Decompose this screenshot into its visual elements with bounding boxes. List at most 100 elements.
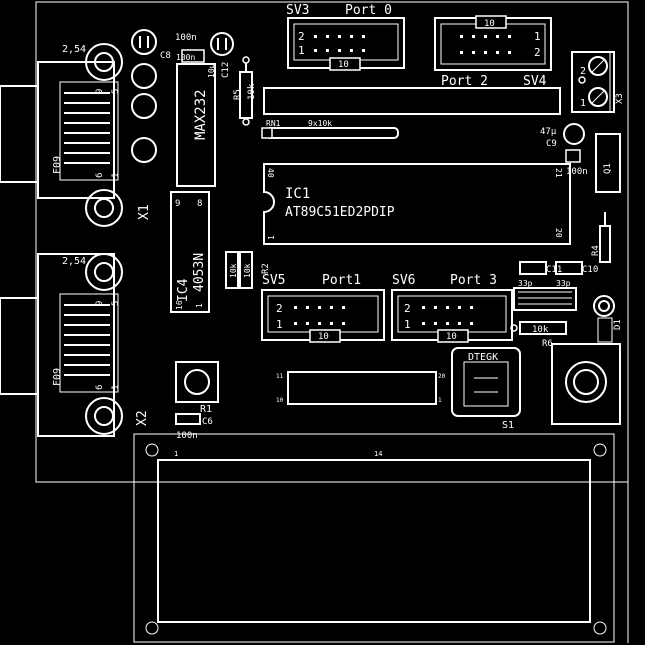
- switch-label: DTEGK: [468, 352, 498, 363]
- c8-val: 100n: [175, 33, 197, 43]
- x1-pitch: 2,54: [62, 44, 86, 55]
- header-sv6: SV6 Port 3 2 1 10: [391, 273, 513, 343]
- c6-val: 100n: [176, 431, 198, 441]
- dil-pin20: 20: [438, 373, 446, 380]
- dil-pin10: 10: [276, 397, 284, 404]
- r1-ref: R1: [200, 404, 212, 415]
- max232-part: MAX232: [193, 89, 209, 140]
- c10-ref: C10: [582, 265, 598, 275]
- x3-ref: X3: [615, 93, 625, 104]
- d1-ref: D1: [613, 319, 623, 330]
- x2-pin5: 5: [111, 301, 121, 306]
- c6-ref: C6: [202, 417, 213, 427]
- caps-c10-c11: C11 C10 33p 33p: [513, 261, 598, 311]
- sv5-pin2: 2: [276, 302, 283, 315]
- sv4-pin2: 2: [534, 46, 541, 59]
- x1-ref: X1: [137, 204, 152, 220]
- led-d1: D1: [593, 295, 623, 343]
- dil-pin11: 11: [276, 373, 284, 380]
- sv3-pin2: 2: [298, 30, 305, 43]
- sv3-count: 10: [338, 60, 349, 70]
- sv5-pin1: 1: [276, 318, 283, 331]
- c-right-val: 100n: [566, 167, 588, 177]
- x1-pin1: 1: [111, 173, 121, 178]
- sip-strip-top: [263, 87, 561, 115]
- c12-ref: C12: [221, 62, 231, 78]
- r4-ref: R4: [591, 245, 601, 256]
- resistors-r2-r3: 10k 10k R2: [225, 251, 271, 289]
- header-sv3: SV3 Port 0 2 1 10: [286, 3, 405, 71]
- x3-pin2: 2: [580, 66, 586, 77]
- power-jack: [551, 343, 621, 425]
- c11-ref: C11: [546, 265, 562, 275]
- ic1-pin40: 40: [266, 168, 275, 178]
- r2-val: 10k: [243, 263, 252, 278]
- ic4-pin8: 8: [197, 199, 202, 209]
- lcd-pin14: 14: [374, 450, 382, 458]
- resistor-network-rn1: RN1 9x10k: [261, 119, 399, 139]
- x2-ref: X2: [135, 410, 150, 426]
- x1-type: F09: [52, 156, 63, 174]
- q-text: Q1: [603, 163, 613, 174]
- sv4-count: 10: [484, 19, 495, 29]
- x2-pin1: 1: [111, 385, 121, 390]
- rn1-val: 9x10k: [308, 119, 332, 128]
- subd-x1: 2,54 F09 9 5 6 1 X1: [0, 43, 152, 227]
- header-sv5: SV5 Port1 2 1 10: [261, 273, 385, 343]
- sv5-ref: SV5: [262, 273, 285, 288]
- x1-pin5: 5: [111, 89, 121, 94]
- ic4-part: 4053N: [192, 253, 207, 292]
- r3-val: 10k: [229, 263, 238, 278]
- ic-max232: MAX232: [176, 63, 216, 187]
- c12-val: 10µ: [207, 63, 216, 78]
- r5-ref: R5: [233, 89, 243, 100]
- rn1-ref: RN1: [266, 119, 281, 128]
- c7-val: 100n: [176, 53, 195, 62]
- ic1-pin20: 20: [554, 228, 563, 238]
- x1-pin9: 9: [95, 89, 105, 94]
- resistor-r4: R4: [591, 212, 611, 263]
- r6-ref: R6: [542, 339, 553, 349]
- r2-ref: R2: [261, 263, 271, 274]
- header-sv4: Port 2 SV4 1 2 10: [434, 15, 552, 89]
- dil-socket: 11 10 20 1: [276, 371, 446, 405]
- sv6-ref: SV6: [392, 273, 415, 288]
- board-outline: [35, 1, 629, 483]
- r6-val: 10k: [532, 325, 549, 335]
- sv4-pin1: 1: [534, 30, 541, 43]
- ic1-pin21: 21: [554, 168, 563, 178]
- x2-pitch: 2,54: [62, 256, 86, 267]
- ic1-ref: IC1: [285, 186, 310, 202]
- ic-ic1: IC1 AT89C51ED2PDIP 40 1 21 20: [263, 163, 571, 245]
- sv6-pin1: 1: [404, 318, 411, 331]
- trimmer-r1: R1 C6 100n: [175, 361, 219, 441]
- x2-type: F09: [52, 368, 63, 386]
- sv3-name: Port 0: [345, 3, 392, 18]
- cap-c9: 47µ C9 100n Q1: [540, 123, 621, 193]
- terminal-x3: 2 1 X3: [571, 51, 625, 113]
- switch-s1: DTEGK S1: [451, 347, 521, 431]
- subd-x2: 2,54 F09 9 5 6 1 X2: [0, 253, 150, 437]
- ic4-ref: IC4: [176, 278, 191, 302]
- sv5-count: 10: [318, 332, 329, 342]
- sv3-ref: SV3: [286, 3, 309, 18]
- sv6-count: 10: [446, 332, 457, 342]
- ic1-pin1: 1: [267, 235, 276, 240]
- ic4-pin1: 1: [195, 303, 204, 308]
- sv4-ref: SV4: [523, 74, 547, 89]
- resistor-r5: 10k R5: [233, 56, 257, 126]
- x1-pin6: 6: [95, 173, 105, 178]
- lcd-pin1: 1: [174, 450, 178, 458]
- c10-val: 33p: [556, 279, 571, 288]
- ic-ic4: IC4 4053N 9 8 16 1: [170, 191, 210, 313]
- r5-val: 10k: [247, 83, 257, 100]
- c9-ref: C9: [546, 139, 557, 149]
- c9-val: 47µ: [540, 127, 557, 137]
- x3-pin1: 1: [580, 98, 586, 109]
- c11-val: 33p: [518, 279, 533, 288]
- sv6-name: Port 3: [450, 273, 497, 288]
- sv3-pin1: 1: [298, 44, 305, 57]
- ic4-pin9: 9: [175, 199, 180, 209]
- cap-group-top-left: 100n C8 100n 10µ C12: [131, 29, 234, 163]
